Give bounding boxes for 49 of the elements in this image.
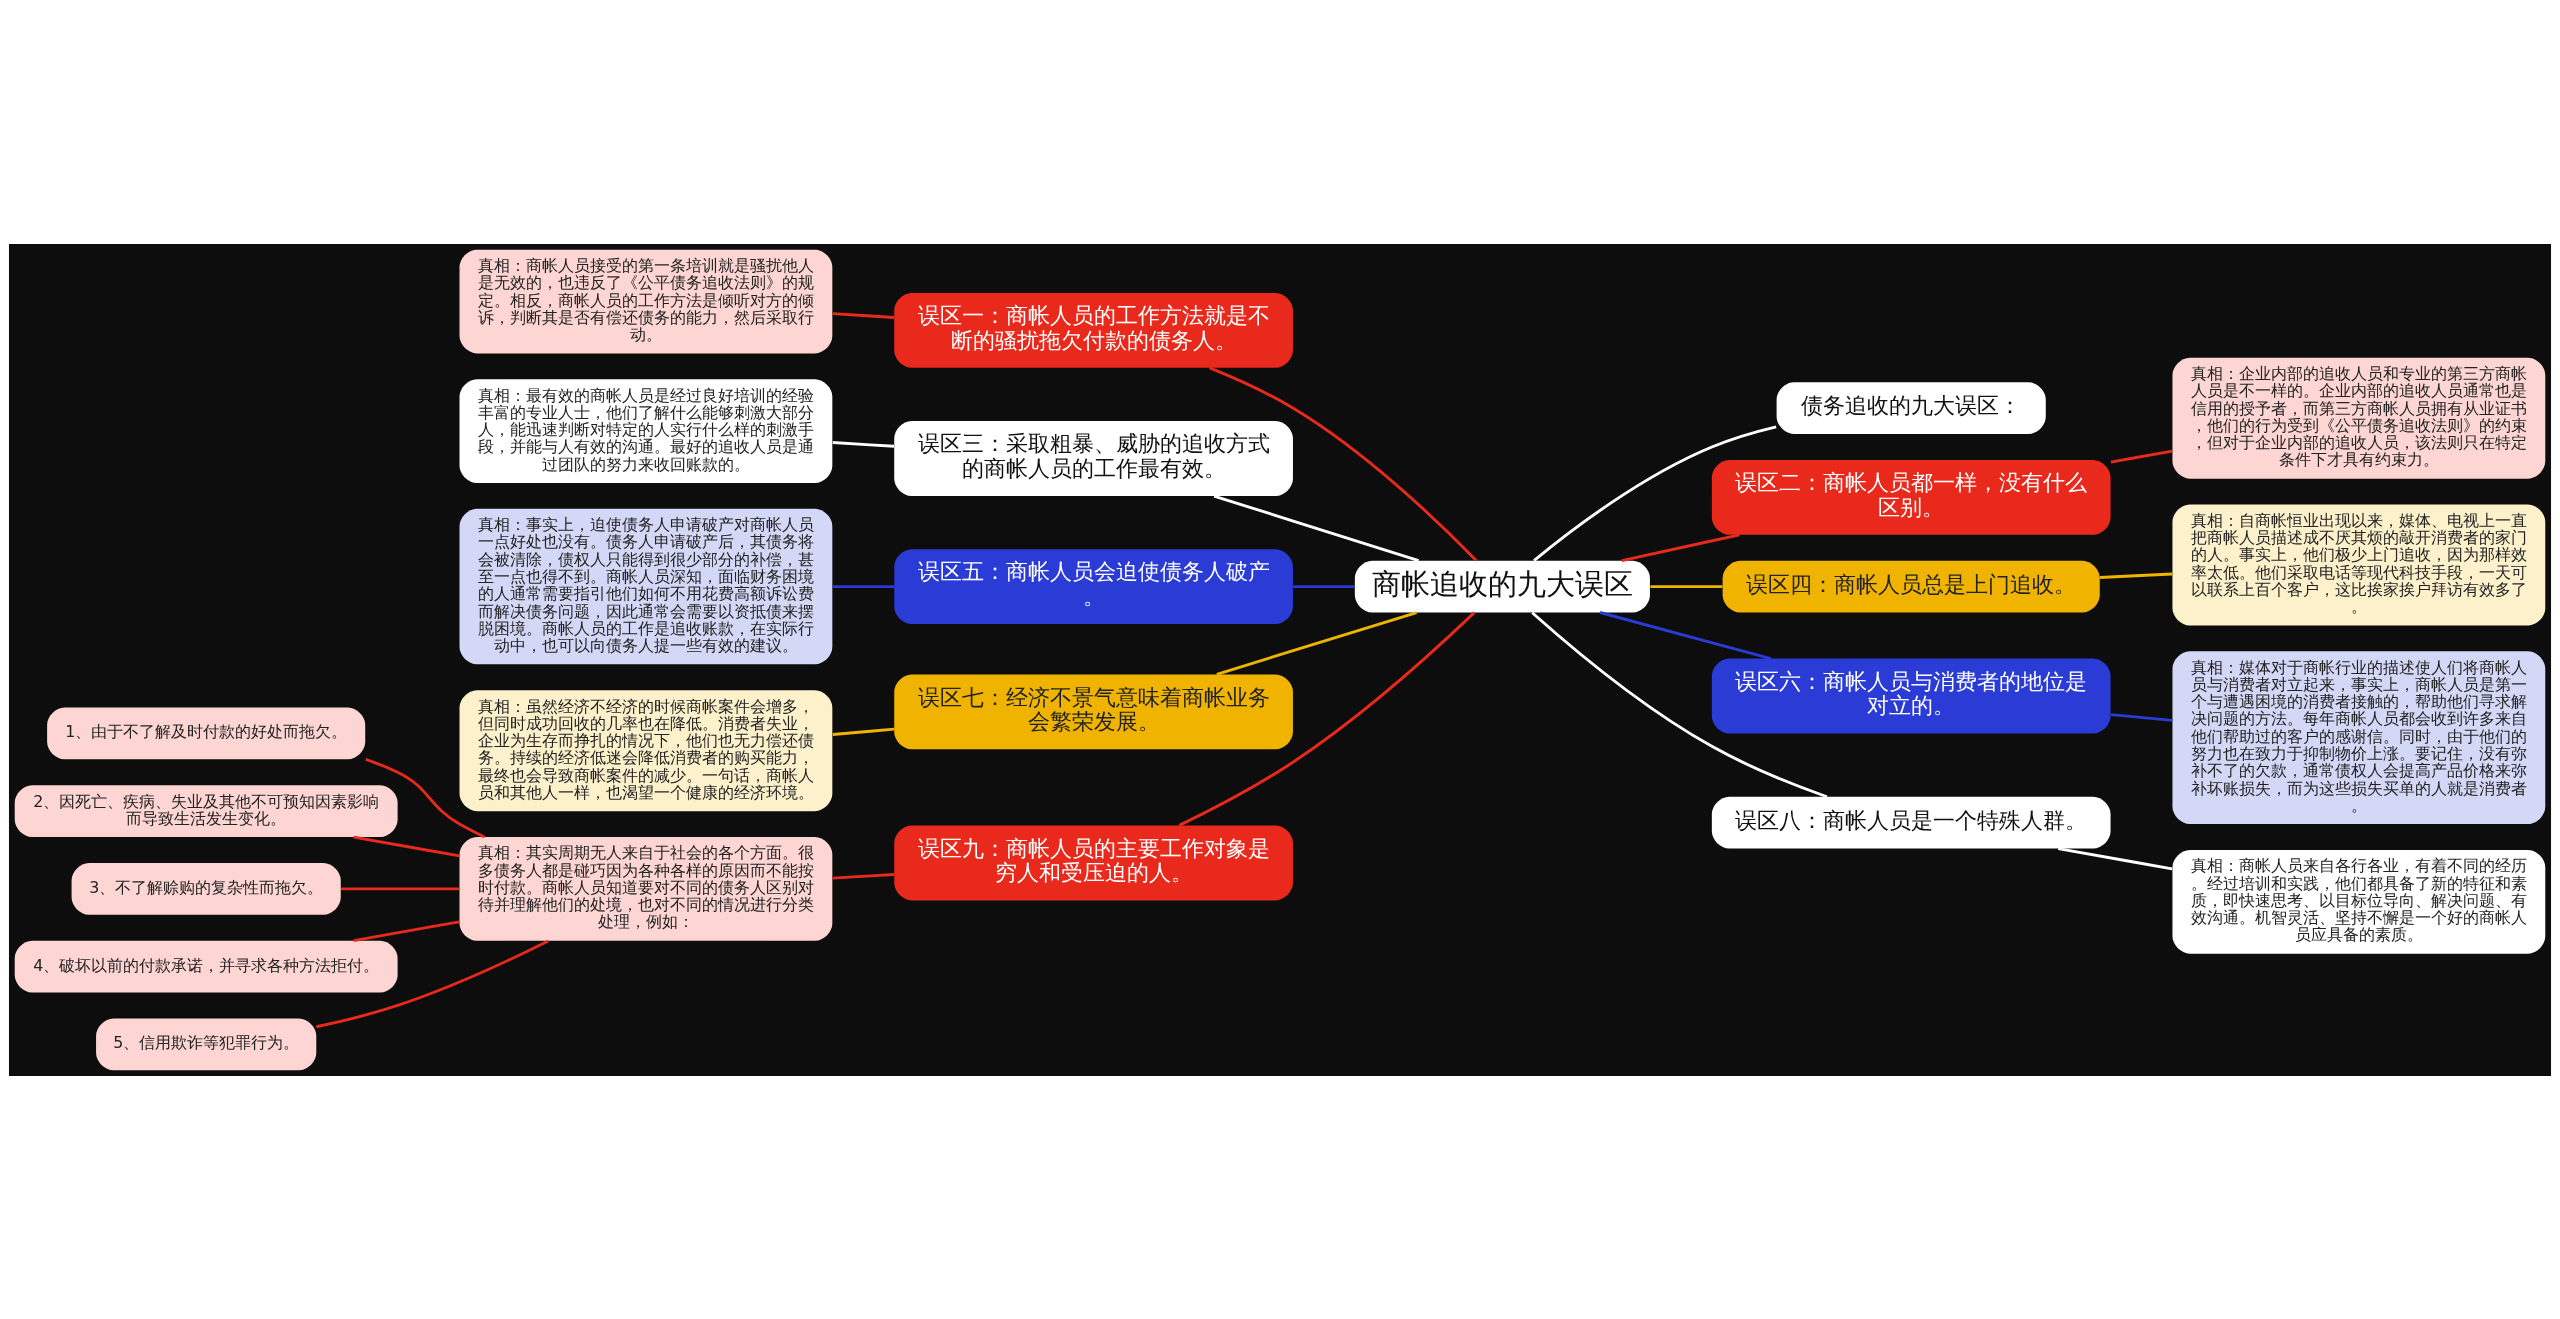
connector xyxy=(832,440,895,448)
node-box: 误区一：商帐人员的工作方法就是不断的骚扰拖欠付款的债务人。 xyxy=(894,292,1293,368)
node-box: 误区五：商帐人员会迫使债务人破产。 xyxy=(894,548,1293,624)
node-box: 误区八：商帐人员是一个特殊人群。 xyxy=(1711,796,2111,849)
node-box: 真相：事实上，迫使债务人申请破产对商帐人员一点好处也没有。债务人申请破产后，其债务将会被清除，债权人只能得到很少部分的补偿，甚至一点也得不到。商帐人员深知，面临财务困境的人通常需要指引他们如何不用花费高额诉讼费而解决债务问题，因此通常会需要以资抵债来摆脱困境。商帐人员的工作是追收账款，在实际行动中，也可以向债务人提一些有效的建议。 xyxy=(459,508,833,664)
node-box: 2、因死亡、疾病、失业及其他不可预知因素影响而导致生活发生变化。 xyxy=(14,784,398,837)
node-box: 真相：商帐人员接受的第一条培训就是骚扰他人是无效的，也违反了《公平债务追收法则》的规定。相反，商帐人员的工作方法是倾听对方的倾诉，判断其是否有偿还债务的能力，然后采取行动。 xyxy=(459,249,833,353)
connector xyxy=(365,757,486,838)
node-box: 4、破坏以前的付款承诺，并寻求各种方法拒付。 xyxy=(14,940,398,992)
node-box: 5、信用欺诈等犯罪行为。 xyxy=(96,1017,317,1070)
connector xyxy=(2058,846,2173,870)
node-box: 真相：最有效的商帐人员是经过良好培训的经验丰富的专业人士，他们了解什么能够刺激大部分人，能迅速判断对特定的人实行什么样的刺激手段，并能与人有效的沟通。最好的追收人员是通过团队的努力来收回账款的。 xyxy=(459,378,833,483)
node-box: 真相：其实周期无人来自于社会的各个方面。很多债务人都是碰巧因为各种各样的原因而不能按时付款。商帐人员知道要对不同的债务人区别对待并理解他们的处境，也对不同的情况进行分类处理，例如： xyxy=(459,836,833,941)
connector xyxy=(1531,611,1828,798)
node-box: 真相：媒体对于商帐行业的描述使人们将商帐人员与消费者对立起来，事实上，商帐人员是第一个与遭遇困境的消费者接触的，帮助他们寻求解决问题的方法。每年商帐人员都会收到许多来自他们帮助过的客户的感谢信。同时，由于他们的努力也在致力于抑制物价上涨。要记住，没有弥补不了的欠款，通常债权人会提高产品价格来弥补坏账损失，而为这些损失买单的人就是消费者。 xyxy=(2172,650,2546,824)
node-box: 商帐追收的九大误区 xyxy=(1354,560,1650,612)
node-box: 误区四：商帐人员总是上门追收。 xyxy=(1722,560,2100,612)
connector xyxy=(1650,584,1723,588)
connector xyxy=(1621,532,1740,562)
connector xyxy=(2110,712,2173,722)
node-box: 误区七：经济不景气意味着商帐业务会繁荣发展。 xyxy=(894,673,1293,749)
node-box: 真相：企业内部的追收人员和专业的第三方商帐人员是不一样的。企业内部的追收人员通常也是信用的授予者，而第三方商帐人员拥有从业证书，他们的行为受到《公平债务追收法则》的约束，但对于企业内部的追收人员，该法则只在特定条件下才具有约束力。 xyxy=(2172,357,2546,479)
connector xyxy=(832,311,895,319)
connector xyxy=(1216,610,1417,676)
connector xyxy=(832,872,895,879)
node-box: 1、由于不了解及时付款的好处而拖欠。 xyxy=(47,707,366,759)
node-box: 真相：商帐人员来自各行各业，有着不同的经历。经过培训和实践，他们都具备了新的特征和素质，即快速思考、以目标位导向、解决问题、有效沟通。机智灵活、坚持不懈是一个好的商帐人员应具备的素质。 xyxy=(2172,849,2546,954)
connector xyxy=(832,584,895,588)
connector xyxy=(1178,611,1476,827)
connector xyxy=(2099,572,2173,579)
node-box: 误区六：商帐人员与消费者的地位是对立的。 xyxy=(1711,658,2111,733)
node-box: 3、不了解赊购的复杂性而拖欠。 xyxy=(71,862,341,915)
connector xyxy=(832,727,895,736)
connector xyxy=(353,835,460,857)
connector xyxy=(341,886,460,890)
connector xyxy=(1293,584,1355,588)
node-box: 误区二：商帐人员都一样，没有什么区别。 xyxy=(1711,459,2111,535)
node-box: 误区九：商帐人员的主要工作对象是穷人和受压迫的人。 xyxy=(894,825,1293,900)
node-box: 误区三：采取粗暴、威胁的追收方式的商帐人员的工作最有效。 xyxy=(894,420,1293,496)
node-box: 债务追收的九大误区： xyxy=(1776,381,2046,434)
node-box: 真相：自商帐恒业出现以来，媒体、电视上一直把商帐人员描述成不厌其烦的敲开消费者的家门的人。事实上，他们极少上门追收，因为那样效率太低。他们采取电话等现代科技手段，一天可以联系上百个客户，这比挨家挨户拜访有效多了。 xyxy=(2172,504,2546,625)
connector xyxy=(316,939,549,1028)
node-box: 真相：虽然经济不经济的时候商帐案件会增多，但同时成功回收的几率也在降低。消费者失业，企业为生存而挣扎的情况下，他们也无力偿还债务。持续的经济低迷会降低消费者的购买能力，最终也会导致商帐案件的减少。一句话，商帐人员和其他人一样，也渴望一个健康的经济环境。 xyxy=(459,689,833,811)
connector xyxy=(1209,366,1478,561)
connector xyxy=(1533,424,1777,562)
connector xyxy=(353,919,460,942)
connector xyxy=(2110,449,2173,463)
connector xyxy=(1599,610,1772,660)
connector xyxy=(1213,494,1420,562)
